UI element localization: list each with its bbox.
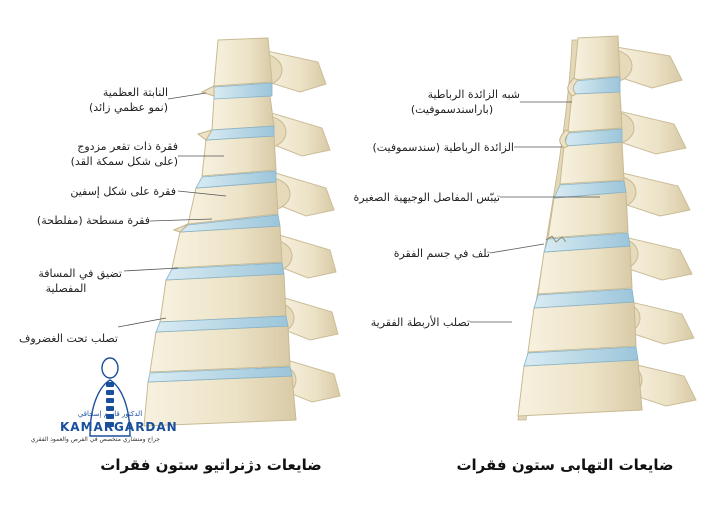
label-ligament-text: تصلب الأربطة الفقرية <box>370 316 470 329</box>
left-caption: ضايعات دژنراتيو ستون فقرات <box>100 456 322 474</box>
label-osteophyte: النابتة العظمية (نمو عظمي زائد) <box>14 85 168 115</box>
label-codfish-line1: فقرة ذات تقعر مزدوج <box>77 140 178 153</box>
label-facet-line2: المفصلية <box>45 282 87 295</box>
label-osteophyte-line2: (نمو عظمي زائد) <box>89 101 168 114</box>
brand-doctor-name: الدكتور قاسم إسحاقي <box>77 410 143 418</box>
label-osteophyte-line1: النابتة العظمية <box>102 86 168 99</box>
label-parasyndesmophyte-line1: شبه الزائدة الرباطية <box>427 88 520 101</box>
right-spine <box>470 35 697 421</box>
label-codfish-line2: (على شكل سمكة القد) <box>70 155 178 168</box>
brand-name: KAMARGARDAN <box>60 420 178 434</box>
label-subchondral-sclerosis: تصلب تحت الغضروف <box>6 331 118 346</box>
label-flat-vertebra: فقرة مسطحة (مفلطحة) <box>8 213 150 228</box>
label-body-damage-text: تلف في جسم الفقرة <box>393 247 490 260</box>
label-subchondral-text: تصلب تحت الغضروف <box>18 332 118 345</box>
label-wedge-vertebra: فقرة على شكل إسفين <box>30 184 176 199</box>
left-spine <box>117 37 341 427</box>
label-syndesmophyte-text: الزائدة الرباطية (سندسموفيت) <box>372 141 514 154</box>
label-codfish-vertebra: فقرة ذات تقعر مزدوج (على شكل سمكة القد) <box>20 139 178 169</box>
label-flat-text: فقرة مسطحة (مفلطحة) <box>36 214 150 227</box>
label-syndesmophyte: الزائدة الرباطية (سندسموفيت) <box>330 140 514 155</box>
right-caption: ضايعات التهابى ستون فقرات <box>456 456 674 474</box>
label-vertebral-body-damage: تلف في جسم الفقرة <box>370 246 490 261</box>
label-ligament-ossification: تصلب الأربطة الفقرية <box>336 315 470 330</box>
label-parasyndesmophyte-line2: (باراسندسموفيت) <box>410 103 494 116</box>
label-wedge-text: فقرة على شكل إسفين <box>70 185 176 198</box>
label-facet-line1: تضيق في المسافة <box>38 267 122 280</box>
label-facet-narrowing: تضيق في المسافة المفصلية <box>10 266 122 296</box>
label-facet-ankylosis: تيبّس المفاصل الوجيهية الصغيرة <box>306 190 500 205</box>
label-parasyndesmophyte: شبه الزائدة الرباطية (باراسندسموفيت) <box>384 87 520 117</box>
spine-figure-logo <box>89 357 131 437</box>
label-facet-ankylosis-text: تيبّس المفاصل الوجيهية الصغيرة <box>353 191 500 204</box>
brand-tagline: جراح ومتشاري متخصص في الفرص والعمود الفق… <box>30 436 160 443</box>
